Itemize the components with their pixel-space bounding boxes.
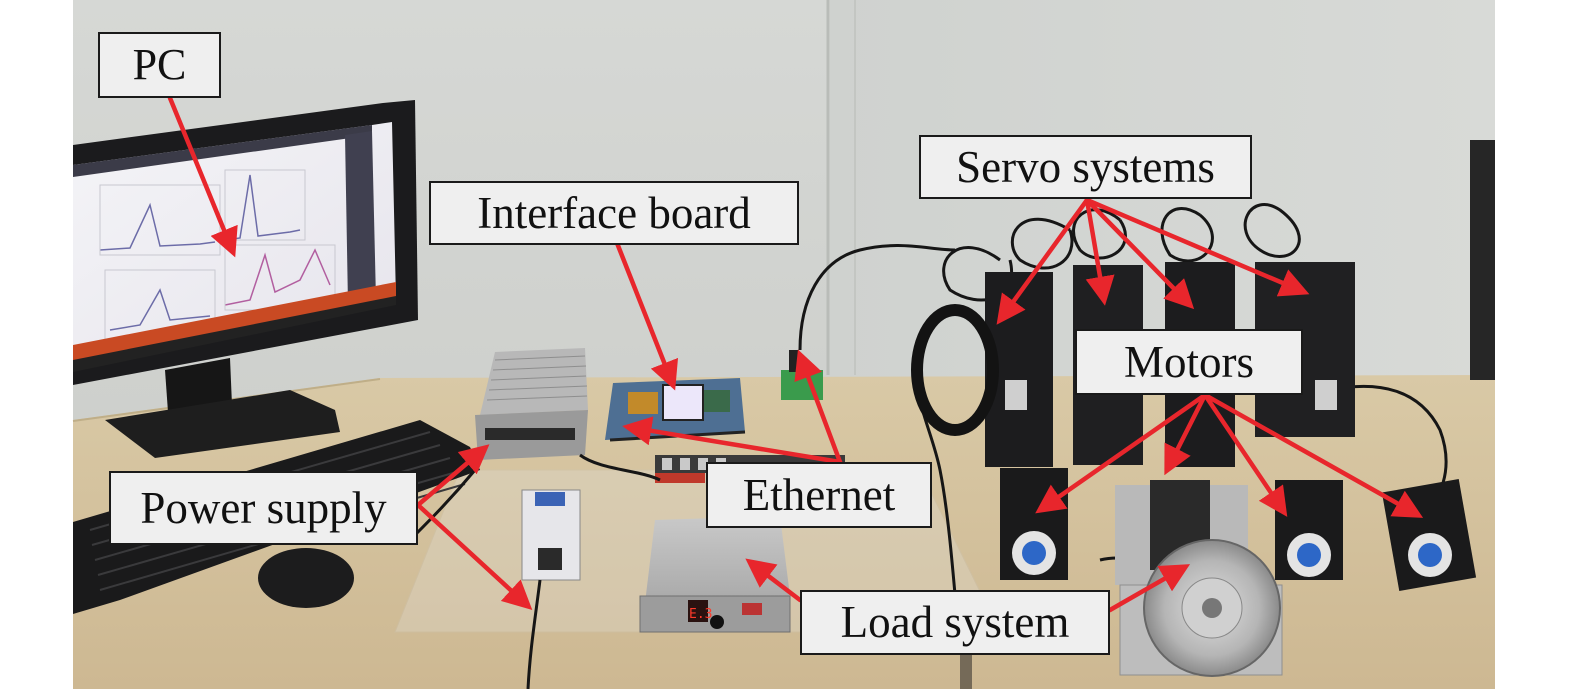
label-interface-board: Interface board — [429, 181, 799, 245]
arrow-motor-2 — [1164, 392, 1208, 476]
cable-coil — [911, 304, 999, 436]
svg-text:E.3: E.3 — [689, 607, 712, 622]
arrow-interface-board — [614, 240, 679, 391]
arrow-ethernet-1 — [622, 416, 843, 465]
circuit-breaker — [521, 489, 581, 581]
arrow-servo-3 — [1084, 197, 1195, 310]
mouse — [258, 548, 354, 608]
power-supply-unit — [475, 348, 588, 460]
arrow-pc — [167, 95, 238, 258]
label-motors: Motors — [1075, 329, 1303, 395]
arrow-servo-4 — [1084, 197, 1310, 297]
arrow-load-2 — [1107, 564, 1191, 613]
label-servo-systems: Servo systems — [919, 135, 1252, 199]
arrow-ethernet-2 — [794, 349, 843, 465]
arrow-load-1 — [745, 558, 803, 603]
arrow-motor-1 — [1035, 392, 1208, 514]
label-pc: PC — [98, 32, 221, 98]
label-ethernet: Ethernet — [706, 462, 932, 528]
label-load-system: Load system — [800, 590, 1110, 655]
arrow-motor-3 — [1202, 392, 1288, 517]
label-power-supply: Power supply — [109, 471, 418, 545]
arrow-servo-2 — [1084, 197, 1115, 306]
monitor — [73, 100, 418, 458]
arrow-power-1 — [415, 444, 490, 508]
arrow-servo-1 — [996, 197, 1090, 325]
servo-motors — [1000, 468, 1477, 592]
arrow-motor-4 — [1202, 392, 1424, 518]
interface-board — [605, 378, 746, 442]
arrow-power-2 — [415, 502, 533, 610]
annotation-arrows — [167, 95, 1424, 613]
